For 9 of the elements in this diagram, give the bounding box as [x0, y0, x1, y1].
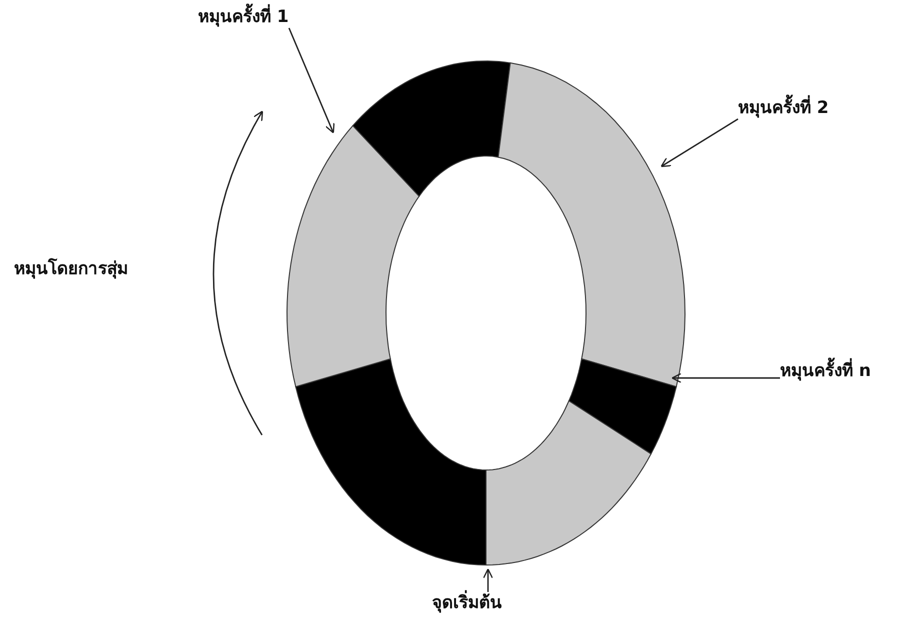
callout-text: หมุนครั้งที่ 2 [738, 97, 829, 120]
leader-arrow [288, 28, 335, 134]
callout-text: หมุนครั้งที่ 1 [198, 6, 289, 28]
callout-text: จุดเริ่มต้น [432, 592, 502, 614]
leader-arrow [660, 118, 738, 168]
callout-text: หมุนครั้งที่ n [780, 360, 872, 382]
rotation-note: หมุนโดยการสุ่ม [14, 258, 128, 280]
leader-arrow [671, 372, 780, 384]
leader-arrow [482, 568, 494, 592]
